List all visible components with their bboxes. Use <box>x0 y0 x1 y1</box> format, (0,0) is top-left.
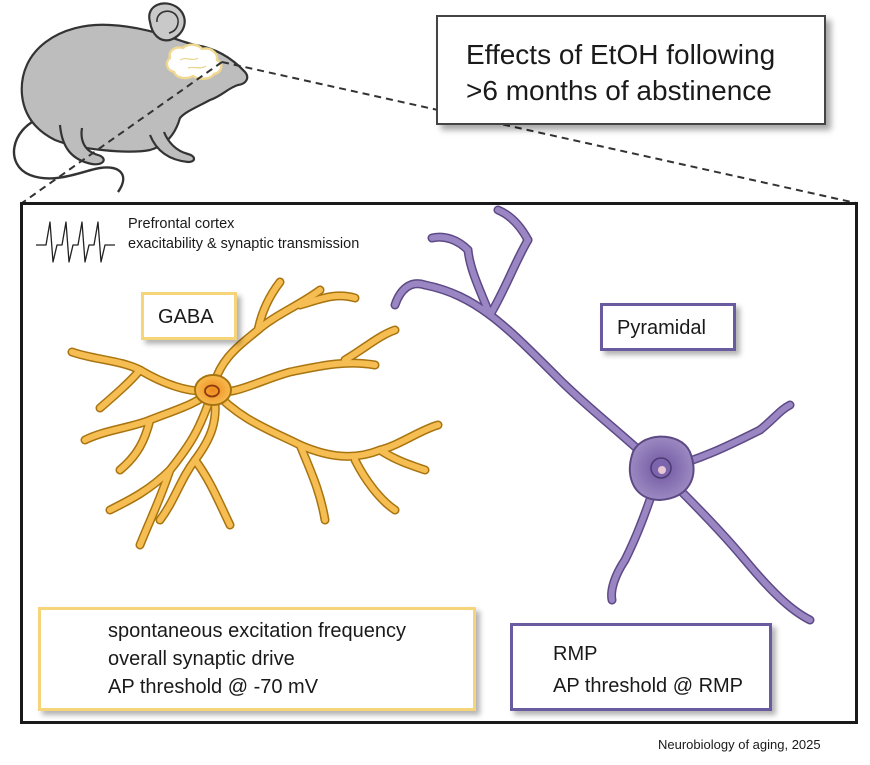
pyramidal-effect-1: RMP <box>553 643 598 665</box>
pyramidal-effect-2: AP threshold @ RMP <box>553 675 744 697</box>
gaba-label: GABA <box>141 292 237 340</box>
zoom-lines <box>21 61 857 204</box>
title-box: Effects of EtOH following >6 months of a… <box>436 15 826 125</box>
prefrontal-panel <box>20 202 858 724</box>
spike-trace-icon <box>36 221 115 263</box>
trace-caption: Prefrontal cortex exacitability & synapt… <box>128 214 359 254</box>
title-line-2: >6 months of abstinence <box>466 75 772 106</box>
title-line-1: Effects of EtOH following <box>466 39 776 70</box>
citation: Neurobiology of aging, 2025 <box>658 737 821 752</box>
gaba-effect-3: AP threshold @ -70 mV <box>108 676 319 698</box>
gaba-effect-1: spontaneous excitation frequency <box>108 620 406 642</box>
pyramidal-label: Pyramidal <box>600 303 736 351</box>
trace-caption-line-1: Prefrontal cortex <box>128 216 235 232</box>
brain-icon <box>165 43 223 80</box>
pyramidal-effects-box: RMP AP threshold @ RMP <box>510 623 772 711</box>
gaba-neuron-icon <box>67 277 443 550</box>
gaba-effect-2: overall synaptic drive <box>108 648 295 670</box>
mouse-icon <box>12 2 249 193</box>
trace-caption-line-2: exacitability & synaptic transmission <box>128 236 360 252</box>
gaba-effects-box: spontaneous excitation frequency overall… <box>38 607 476 711</box>
pyramidal-neuron-icon <box>390 205 815 625</box>
